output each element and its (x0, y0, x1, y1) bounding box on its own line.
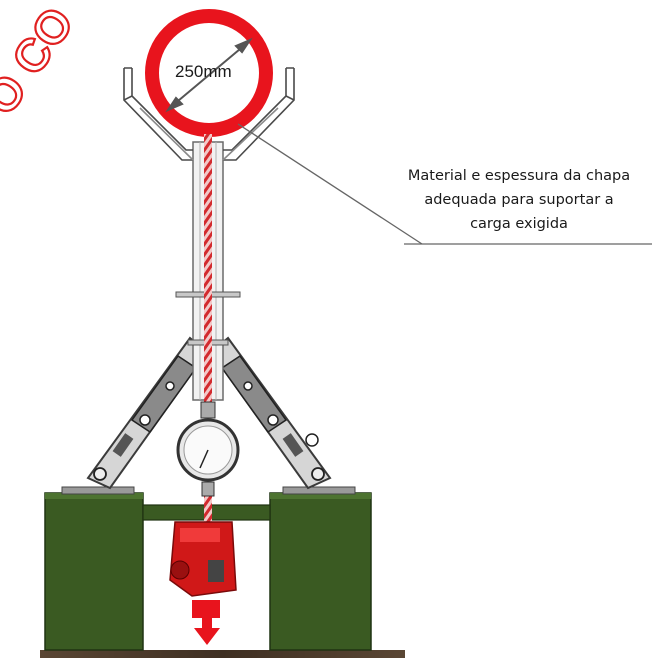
watermark-text: O CO (0, 0, 84, 124)
leg-right (209, 336, 332, 490)
note-leader (237, 123, 652, 245)
top-cradle (123, 67, 295, 161)
cable-upper (204, 134, 212, 406)
watermark: O CO (0, 0, 85, 125)
foot-plate-right (282, 486, 356, 495)
foot-plate-left (61, 486, 135, 495)
base-right (269, 492, 372, 651)
test-ring (145, 9, 273, 137)
dimension-label: 250mm (175, 62, 232, 81)
leg-left (86, 336, 209, 490)
note-line-1: Material e espessura da chapa (407, 168, 631, 184)
note-line-3: carga exigida (470, 216, 568, 232)
base-left (44, 492, 144, 651)
ground-surface (40, 650, 405, 658)
dimension-arrow (165, 37, 253, 113)
note-line-2: adequada para suportar a (424, 192, 614, 208)
pull-arrow (192, 600, 220, 645)
winch (169, 521, 237, 597)
dynamometer (176, 401, 240, 497)
material-note: Material e espessura da chapa adequada p… (384, 164, 654, 236)
